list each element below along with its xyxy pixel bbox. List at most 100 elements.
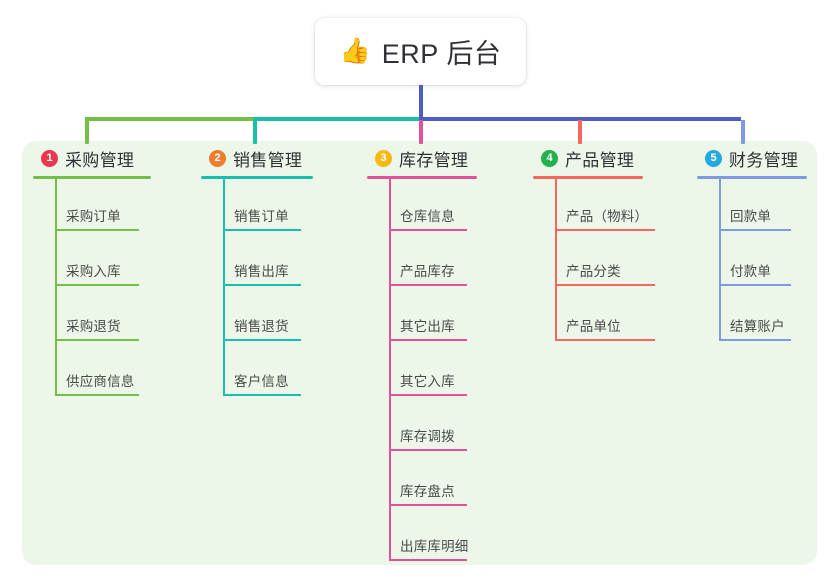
bus-segment-teal: [253, 117, 419, 121]
leaf-spine-sales: [223, 179, 225, 396]
leaf-node[interactable]: 采购订单: [33, 179, 151, 234]
drop-connector-product: [578, 120, 582, 144]
root-trunk-connector: [419, 85, 423, 120]
leaf-label: 出库库明细: [400, 539, 469, 554]
leaf-spine-purchase: [55, 179, 57, 396]
leaf-underline: [55, 339, 139, 341]
leaf-label: 结算账户: [730, 319, 785, 334]
leaf-underline: [389, 229, 467, 231]
leaf-list-purchase: 采购订单采购入库采购退货供应商信息: [33, 179, 151, 399]
drop-connector-finance: [741, 120, 745, 144]
branch-underline-sales: [201, 176, 313, 179]
drop-connector-sales: [253, 120, 257, 144]
branch-title-purchase: 采购管理: [65, 150, 135, 170]
branch-panel: [22, 141, 817, 565]
leaf-underline: [223, 284, 301, 286]
leaf-underline: [223, 394, 301, 396]
branch-header-sales[interactable]: 2 销售管理: [201, 146, 313, 170]
leaf-node[interactable]: 供应商信息: [33, 344, 151, 399]
branch-column-inventory[interactable]: 3 库存管理仓库信息产品库存其它出库其它入库库存调拨库存盘点出库库明细: [367, 146, 477, 564]
branch-column-sales[interactable]: 2 销售管理销售订单销售出库销售退货客户信息: [201, 146, 313, 399]
leaf-underline: [555, 339, 655, 341]
leaf-label: 其它出库: [400, 319, 455, 334]
leaf-node[interactable]: 产品单位: [533, 289, 655, 344]
leaf-node[interactable]: 仓库信息: [367, 179, 477, 234]
leaf-node[interactable]: 付款单: [697, 234, 807, 289]
leaf-node[interactable]: 产品分类: [533, 234, 655, 289]
leaf-label: 产品单位: [566, 319, 621, 334]
leaf-node[interactable]: 结算账户: [697, 289, 807, 344]
leaf-list-finance: 回款单付款单结算账户: [697, 179, 807, 344]
leaf-underline: [555, 284, 655, 286]
leaf-node[interactable]: 采购退货: [33, 289, 151, 344]
branch-header-inventory[interactable]: 3 库存管理: [367, 146, 477, 170]
leaf-underline: [719, 284, 791, 286]
leaf-underline: [55, 284, 139, 286]
root-node-title: ERP 后台: [381, 39, 502, 69]
branch-underline-finance: [697, 176, 807, 179]
leaf-label: 销售出库: [234, 264, 289, 279]
leaf-underline: [55, 394, 139, 396]
leaf-node[interactable]: 客户信息: [201, 344, 313, 399]
leaf-underline: [719, 229, 791, 231]
leaf-label: 付款单: [730, 264, 772, 279]
branch-underline-inventory: [367, 176, 477, 179]
leaf-underline: [55, 229, 139, 231]
leaf-node[interactable]: 回款单: [697, 179, 807, 234]
leaf-label: 销售退货: [234, 319, 289, 334]
branch-title-inventory: 库存管理: [399, 150, 469, 170]
leaf-label: 回款单: [730, 209, 772, 224]
branch-underline-purchase: [33, 176, 151, 179]
branch-index-badge-sales: 2: [209, 149, 226, 167]
leaf-label: 供应商信息: [66, 374, 135, 389]
bus-segment-blue: [419, 117, 741, 121]
leaf-spine-product: [555, 179, 557, 341]
leaf-underline: [223, 229, 301, 231]
leaf-label: 库存盘点: [400, 484, 455, 499]
leaf-label: 采购退货: [66, 319, 121, 334]
leaf-label: 采购入库: [66, 264, 121, 279]
branch-index-badge-inventory: 3: [375, 149, 392, 167]
leaf-node[interactable]: 产品（物料）: [533, 179, 655, 234]
leaf-label: 其它入库: [400, 374, 455, 389]
root-node-card[interactable]: 👍 ERP 后台: [315, 18, 526, 85]
leaf-node[interactable]: 库存调拨: [367, 399, 477, 454]
branch-index-badge-product: 4: [541, 149, 558, 167]
leaf-label: 产品（物料）: [566, 209, 649, 224]
leaf-underline: [389, 559, 467, 561]
leaf-underline: [719, 339, 791, 341]
leaf-node[interactable]: 其它入库: [367, 344, 477, 399]
leaf-node[interactable]: 出库库明细: [367, 509, 477, 564]
leaf-node[interactable]: 库存盘点: [367, 454, 477, 509]
leaf-label: 产品分类: [566, 264, 621, 279]
thumbs-up-icon: 👍: [339, 37, 371, 65]
branch-underline-product: [533, 176, 643, 179]
leaf-underline: [555, 229, 655, 231]
leaf-list-product: 产品（物料） 产品分类产品单位: [533, 179, 655, 344]
leaf-underline: [389, 504, 467, 506]
bus-segment-green: [85, 117, 253, 121]
leaf-label: 销售订单: [234, 209, 289, 224]
leaf-node[interactable]: 采购入库: [33, 234, 151, 289]
leaf-node[interactable]: 产品库存: [367, 234, 477, 289]
branch-title-sales: 销售管理: [233, 150, 303, 170]
leaf-underline: [389, 394, 467, 396]
leaf-node[interactable]: 销售出库: [201, 234, 313, 289]
leaf-node[interactable]: 销售订单: [201, 179, 313, 234]
leaf-list-inventory: 仓库信息产品库存其它出库其它入库库存调拨库存盘点出库库明细: [367, 179, 477, 564]
branch-title-finance: 财务管理: [729, 150, 799, 170]
leaf-node[interactable]: 其它出库: [367, 289, 477, 344]
leaf-underline: [389, 284, 467, 286]
drop-connector-purchase: [85, 120, 89, 144]
leaf-node[interactable]: 销售退货: [201, 289, 313, 344]
leaf-underline: [389, 339, 467, 341]
leaf-list-sales: 销售订单销售出库销售退货客户信息: [201, 179, 313, 399]
drop-connector-inventory: [419, 120, 423, 144]
